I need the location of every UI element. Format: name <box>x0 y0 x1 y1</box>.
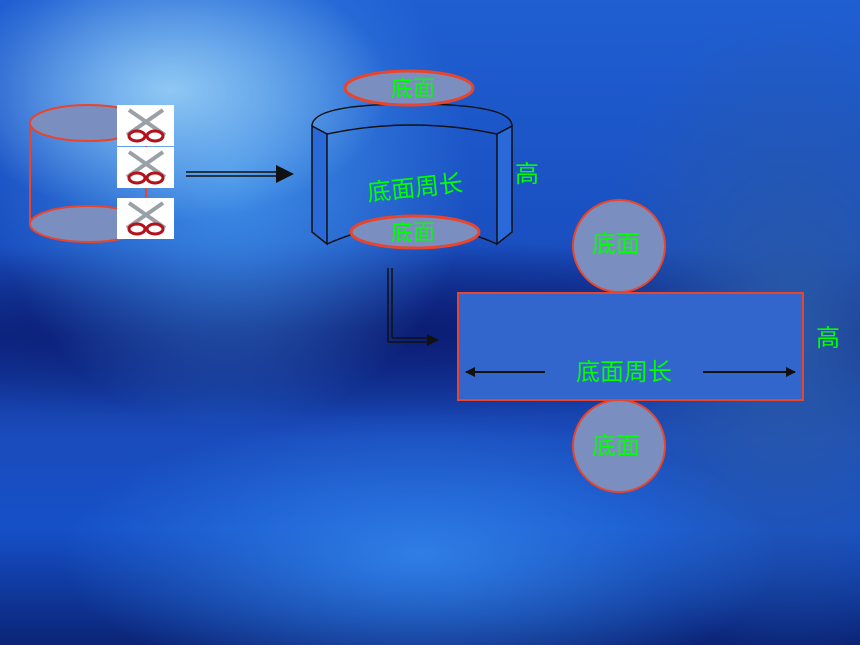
net-circumference-label: 底面周长 <box>576 358 672 386</box>
top-base-label: 底面 <box>391 77 435 102</box>
scissors-icon <box>117 198 174 239</box>
cylinder-height-label: 高 <box>515 160 539 188</box>
cylinder-net <box>457 199 804 493</box>
top-base-lid <box>343 69 475 107</box>
right-arrow <box>186 165 294 183</box>
scissors-icon <box>117 105 174 146</box>
scissors-icon <box>117 147 174 188</box>
scissors-column <box>117 105 174 239</box>
net-bottom-circle <box>572 399 666 493</box>
net-height-label: 高 <box>816 324 840 352</box>
down-right-arrow <box>387 268 439 346</box>
bottom-base-lid <box>349 214 481 250</box>
curved-circumference-label: 底面周长 <box>366 169 464 207</box>
net-top-circle-label: 底面 <box>592 230 640 258</box>
net-side-rectangle <box>457 292 804 401</box>
unrolling-cylinder <box>311 69 513 250</box>
net-bottom-circle-label: 底面 <box>592 432 640 460</box>
bottom-base-label: 底面 <box>391 221 435 246</box>
net-top-circle <box>572 199 666 293</box>
